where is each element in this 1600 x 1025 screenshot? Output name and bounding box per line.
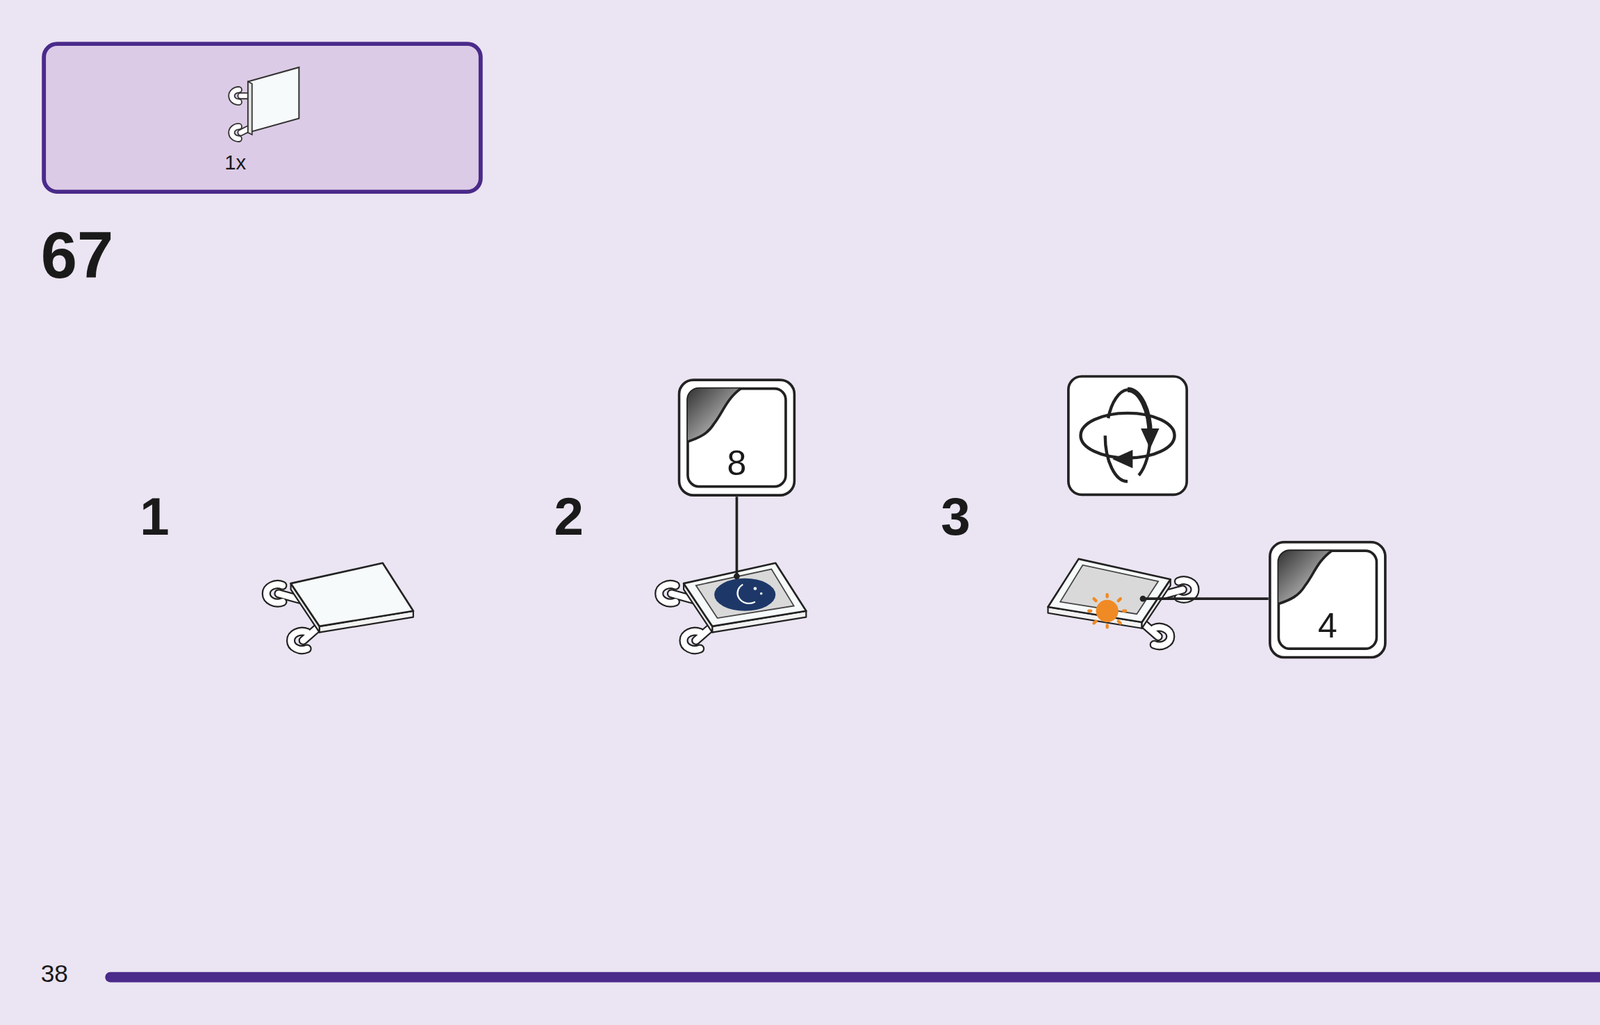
step-number: 67 — [40, 222, 114, 288]
leader-dot — [1140, 596, 1147, 603]
page-bar — [104, 972, 1600, 984]
parts-box — [43, 43, 481, 192]
sun-sticker — [1088, 594, 1126, 628]
flag-part-icon — [231, 67, 299, 139]
substep-number: 2 — [554, 489, 584, 543]
leader-line — [735, 496, 739, 577]
sticker-box: 4 — [1268, 540, 1387, 659]
flag-plate — [266, 563, 414, 651]
parts-box: 1x — [43, 43, 483, 196]
substep-number: 1 — [139, 489, 169, 543]
sticker-box: 8 — [677, 378, 796, 497]
sticker-number: 8 — [727, 446, 747, 481]
flag-plate-moon — [659, 563, 807, 651]
flag-plate-sun — [1047, 559, 1195, 647]
part-count: 1x — [224, 152, 246, 173]
sticker-number: 4 — [1317, 607, 1338, 643]
leader-dot — [733, 573, 740, 580]
leader-line — [1142, 597, 1269, 601]
substep-number: 3 — [940, 489, 970, 543]
rotate-icon — [1068, 376, 1187, 495]
page-number: 38 — [40, 962, 69, 987]
